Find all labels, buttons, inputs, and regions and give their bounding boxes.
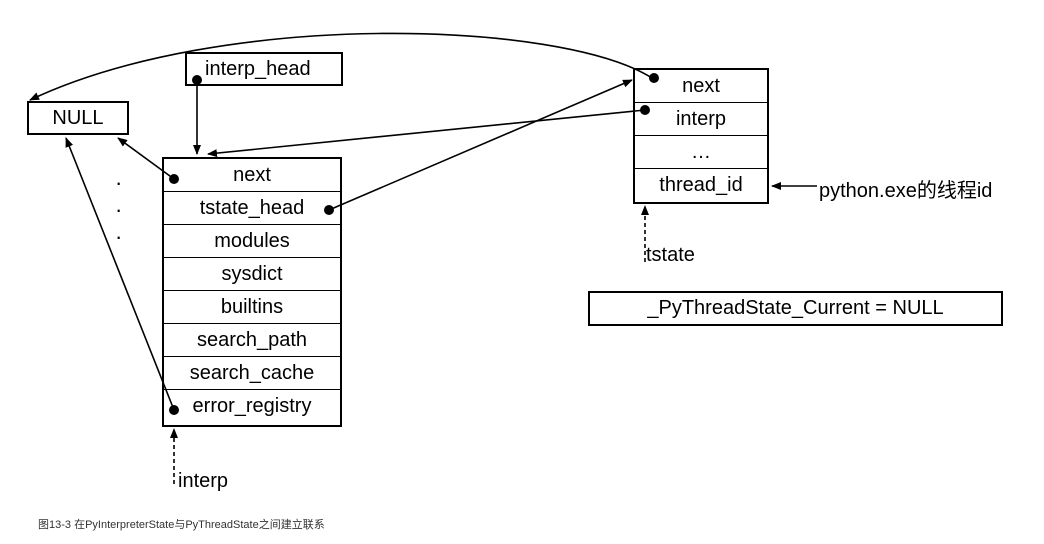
ellipsis-dot-2: · [115, 197, 123, 222]
dot-thread-interp [640, 105, 650, 115]
dot-tstate-head [324, 205, 334, 215]
arrow-interp-next-to-null [117, 137, 175, 180]
arrow-error-registry-to-null [65, 137, 175, 411]
interp-head-label: interp_head [205, 58, 311, 80]
thread-field-next: next [635, 70, 767, 103]
dot-interp-next [169, 174, 179, 184]
thread-state-struct: next interp … thread_id [633, 68, 769, 204]
ellipsis-dot-1: · [115, 170, 123, 195]
interp-field-sysdict: sysdict [164, 258, 340, 291]
tstate-pointer-label: tstate [646, 244, 695, 266]
current-thread-state-box: _PyThreadState_Current = NULL [588, 291, 1003, 326]
dot-thread-next [649, 73, 659, 83]
null-label: NULL [52, 107, 104, 129]
figure-caption: 图13-3 在PyInterpreterState与PyThreadState之… [38, 519, 325, 531]
interp-field-modules: modules [164, 225, 340, 258]
interp-head-box: interp_head [185, 52, 343, 86]
interp-field-error-registry: error_registry [192, 395, 312, 417]
interp-field-tstate-head: tstate_head [164, 192, 340, 225]
ellipsis-dot-3: · [115, 224, 123, 249]
interp-field-builtins: builtins [164, 291, 340, 324]
thread-field-thread-id: thread_id [659, 174, 743, 196]
interp-field-search-path: search_path [164, 324, 340, 357]
thread-field-ellipsis: … [635, 136, 767, 169]
interp-field-next: next [164, 159, 340, 192]
thread-field-interp: interp [635, 103, 767, 136]
interp-field-search-cache: search_cache [164, 357, 340, 390]
null-box: NULL [27, 101, 129, 135]
dot-error-registry [169, 405, 179, 415]
interp-pointer-label: interp [178, 470, 229, 492]
thread-id-note: python.exe的线程id [819, 180, 993, 202]
arrow-tstate-head-to-thread [328, 79, 633, 211]
current-thread-state-label: _PyThreadState_Current = NULL [647, 297, 944, 319]
arrow-thread-next-to-null [29, 32, 653, 101]
dot-interp-head [192, 75, 202, 85]
interpreter-state-struct: next tstate_head modules sysdict builtin… [162, 157, 342, 427]
arrow-thread-interp-to-interp [207, 109, 646, 158]
